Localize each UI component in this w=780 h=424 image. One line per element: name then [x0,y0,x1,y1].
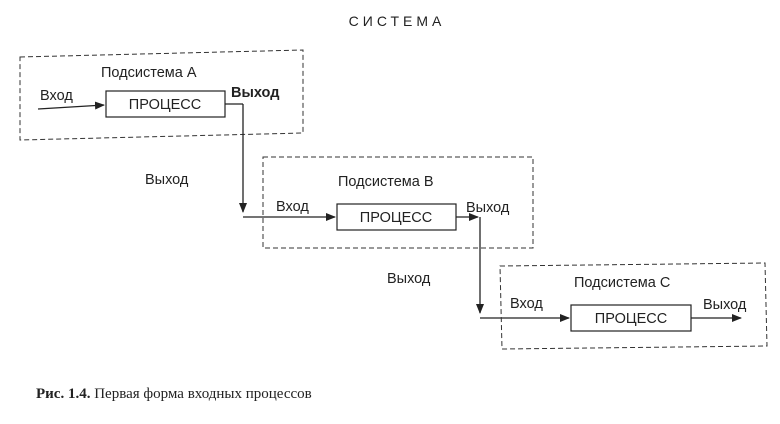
subsystem-b-title: Подсистема B [338,174,434,190]
subsystem-c-process-label: ПРОЦЕСС [595,311,667,327]
subsystem-b-output-label: Выход [466,200,510,216]
subsystem-a-boundary [19,49,304,141]
subsystem-b: Подсистема B Вход ПРОЦЕСС Выход [262,156,534,249]
subsystem-b-boundary [262,156,534,249]
connector-b-c: Выход [387,217,570,322]
subsystem-a-output-label: Выход [231,85,279,101]
subsystem-c-output-label: Выход [703,297,747,313]
subsystem-c-boundary [499,262,768,350]
subsystem-c-title: Подсистема C [574,275,670,291]
subsystem-b-process-label: ПРОЦЕСС [360,210,432,226]
subsystem-a-process-label: ПРОЦЕСС [129,97,201,113]
subsystem-a: Подсистема A ПРОЦЕСС Вход Выход [19,49,304,141]
subsystem-a-input-arrow [37,101,105,110]
subsystem-c: Подсистема C Вход ПРОЦЕСС Выход [499,262,768,350]
subsystem-a-title: Подсистема A [101,65,197,81]
figure-caption-text: Первая форма входных процессов [94,386,312,402]
system-title: СИСТЕМА [349,13,446,29]
subsystem-b-process-box [336,203,457,231]
subsystem-c-input-label: Вход [510,296,543,312]
subsystem-b-input-label: Вход [276,199,309,215]
figure-caption: Рис. 1.4. Первая форма входных процессов [36,386,312,403]
subsystem-c-process-box [570,304,692,332]
subsystem-a-input-label: Вход [40,88,73,104]
connector-a-b-label: Выход [145,172,189,188]
connector-a-b: Выход [145,104,336,221]
connector-b-c-label: Выход [387,271,431,287]
figure-number: Рис. 1.4. [36,386,91,402]
subsystem-a-process-box [105,90,226,118]
